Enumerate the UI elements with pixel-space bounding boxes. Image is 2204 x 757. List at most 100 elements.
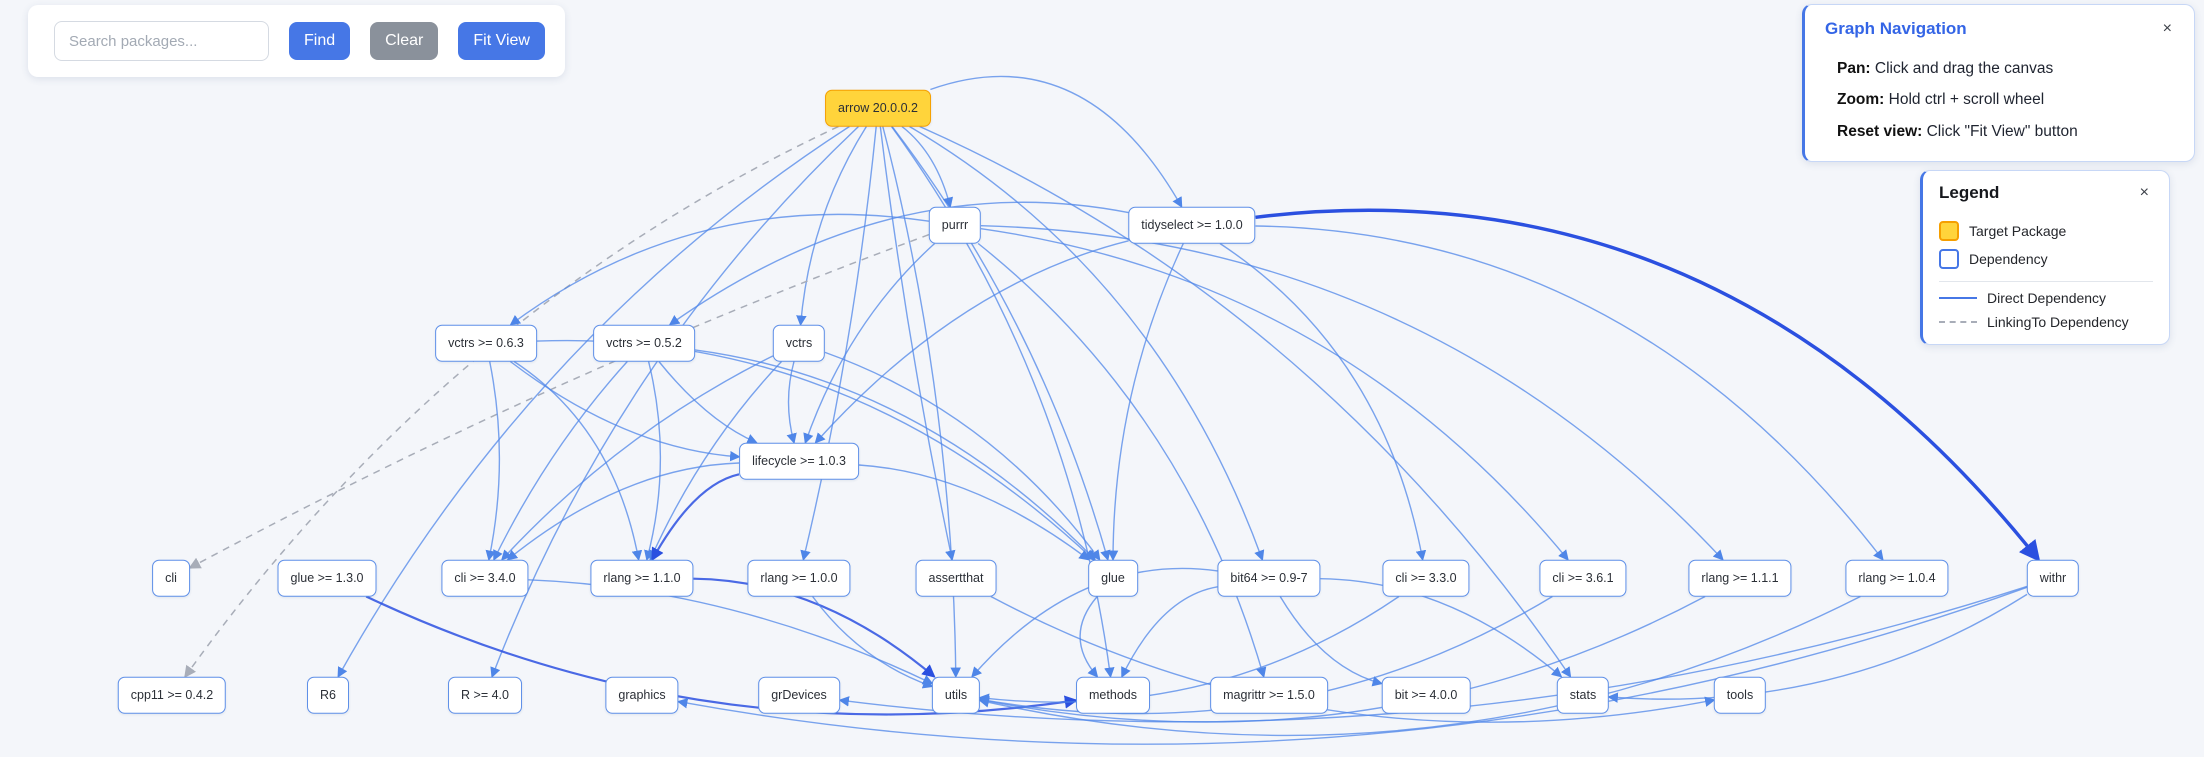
edge-purrr-rlang111 — [980, 225, 1724, 561]
graph-node-utils[interactable]: utils — [931, 676, 981, 714]
close-icon[interactable]: × — [2162, 20, 2172, 37]
legend-label: LinkingTo Dependency — [1987, 314, 2129, 330]
edge-lifecycle-glue — [858, 464, 1090, 561]
edge-purrr-vctrs063 — [509, 213, 930, 326]
graph-node-R40[interactable]: R >= 4.0 — [448, 676, 522, 714]
edge-vctrs063-rlang110 — [513, 360, 643, 562]
edge-lifecycle-cli340 — [506, 462, 740, 561]
graph-navigation-title: Graph Navigation — [1825, 19, 1967, 38]
search-input[interactable] — [54, 21, 269, 61]
graph-node-vctrs052[interactable]: vctrs >= 0.5.2 — [593, 324, 695, 362]
nav-help-zoom-text: Hold ctrl + scroll wheel — [1888, 91, 2045, 109]
edge-tidyselect-glue — [1107, 243, 1184, 562]
graph-node-tools[interactable]: tools — [1713, 676, 1767, 714]
graph-node-cli330[interactable]: cli >= 3.3.0 — [1382, 559, 1470, 597]
linkingto-dependency-line-icon — [1939, 321, 1977, 323]
legend-panel: Legend × Target Package Dependency Direc… — [1920, 170, 2170, 345]
graph-node-assertthat[interactable]: assertthat — [915, 559, 997, 597]
nav-help-reset-text: Click "Fit View" button — [1926, 122, 2078, 140]
dependency-swatch-icon — [1939, 249, 1959, 269]
edge-tidyselect-lifecycle — [814, 240, 1129, 444]
graph-node-glue[interactable]: glue — [1088, 559, 1138, 597]
graph-node-R6[interactable]: R6 — [307, 676, 349, 714]
edge-arrow-assertthat — [879, 126, 956, 562]
graph-node-stats[interactable]: stats — [1556, 676, 1610, 714]
graph-node-arrow[interactable]: arrow 20.0.0.2 — [825, 89, 931, 127]
graph-node-cli340[interactable]: cli >= 3.4.0 — [441, 559, 529, 597]
edge-glue-methods — [1079, 596, 1099, 678]
graph-node-lifecycle[interactable]: lifecycle >= 1.0.3 — [739, 442, 859, 480]
find-button[interactable]: Find — [289, 22, 351, 60]
legend-item-dependency: Dependency — [1939, 249, 2153, 269]
edge-withr-stats — [1607, 593, 2028, 703]
edge-arrow-vctrs — [796, 126, 867, 327]
graph-node-withr[interactable]: withr — [2026, 559, 2080, 597]
graph-node-magrittr[interactable]: magrittr >= 1.5.0 — [1210, 676, 1328, 714]
nav-help-pan: Pan: Click and drag the canvas — [1825, 58, 2176, 80]
edge-lifecycle-rlang110 — [651, 473, 740, 562]
graph-node-grDevices[interactable]: grDevices — [758, 676, 840, 714]
legend-item-linkingto-dependency: LinkingTo Dependency — [1939, 314, 2153, 330]
edge-purrr-cli — [188, 233, 930, 569]
edge-bit64-bit400 — [1279, 596, 1384, 687]
edge-cli330-utils — [978, 595, 1400, 704]
legend-label: Target Package — [1969, 223, 2067, 239]
edge-withr-graphics — [676, 586, 2028, 745]
graph-node-cli[interactable]: cli — [152, 559, 190, 597]
edge-vctrs-lifecycle — [786, 361, 797, 445]
edge-vctrs052-cli340 — [493, 361, 628, 561]
edge-rlang100-utils — [812, 596, 934, 689]
edge-arrow-purrr — [901, 125, 954, 209]
graph-node-vctrs063[interactable]: vctrs >= 0.6.3 — [435, 324, 537, 362]
edge-purrr-magrittr — [977, 242, 1267, 679]
legend-item-target-package: Target Package — [1939, 221, 2153, 241]
search-toolbar: Find Clear Fit View — [28, 5, 565, 77]
edge-arrow-tidyselect — [930, 75, 1183, 208]
edge-arrow-glue — [891, 126, 1111, 562]
edge-tidyselect-rlang104 — [1255, 225, 1884, 561]
nav-help-zoom-label: Zoom: — [1837, 91, 1885, 109]
edge-vctrs063-lifecycle — [509, 360, 741, 462]
legend-label: Dependency — [1969, 251, 2048, 267]
graph-node-rlang111[interactable]: rlang >= 1.1.1 — [1688, 559, 1792, 597]
graph-node-methods[interactable]: methods — [1076, 676, 1150, 714]
graph-node-bit64[interactable]: bit64 >= 0.9-7 — [1217, 559, 1321, 597]
edge-bit64-methods — [1121, 586, 1218, 678]
graph-node-tidyselect[interactable]: tidyselect >= 1.0.0 — [1128, 206, 1256, 244]
graph-node-graphics[interactable]: graphics — [605, 676, 679, 714]
edge-purrr-cli361 — [980, 228, 1569, 561]
edge-vctrs063-cli340 — [485, 361, 501, 562]
nav-help-pan-label: Pan: — [1837, 60, 1871, 77]
edge-cli340-utils — [528, 579, 934, 685]
graph-node-vctrs[interactable]: vctrs — [772, 324, 826, 362]
graph-node-rlang110[interactable]: rlang >= 1.1.0 — [590, 559, 694, 597]
fit-view-button[interactable]: Fit View — [458, 22, 545, 60]
nav-help-zoom: Zoom: Hold ctrl + scroll wheel — [1825, 89, 2176, 111]
edge-vctrs052-lifecycle — [658, 361, 758, 444]
graph-node-rlang100[interactable]: rlang >= 1.0.0 — [747, 559, 851, 597]
edge-tidyselect-cli330 — [1219, 242, 1427, 562]
nav-help-pan-text: Click and drag the canvas — [1874, 60, 2054, 77]
legend-item-direct-dependency: Direct Dependency — [1939, 290, 2153, 306]
edge-rlang104-utils — [978, 595, 1861, 737]
edge-vctrs-cli340 — [501, 355, 774, 561]
close-icon[interactable]: × — [2139, 184, 2149, 201]
graph-node-cli361[interactable]: cli >= 3.6.1 — [1539, 559, 1627, 597]
edge-vctrs052-rlang110 — [644, 361, 662, 562]
graph-navigation-panel: Graph Navigation × Pan: Click and drag t… — [1802, 4, 2195, 163]
clear-button[interactable]: Clear — [370, 22, 439, 60]
edge-arrow-bit64 — [909, 125, 1265, 561]
graph-node-glue130[interactable]: glue >= 1.3.0 — [277, 559, 377, 597]
legend-label: Direct Dependency — [1987, 290, 2107, 306]
edge-vctrs-glue — [824, 351, 1101, 561]
target-package-swatch-icon — [1939, 221, 1959, 241]
graph-node-bit400[interactable]: bit >= 4.0.0 — [1381, 676, 1471, 714]
edge-tidyselect-vctrs052 — [668, 201, 1129, 326]
nav-help-reset-label: Reset view: — [1837, 122, 1923, 140]
graph-node-rlang104[interactable]: rlang >= 1.0.4 — [1845, 559, 1949, 597]
graph-node-cpp11[interactable]: cpp11 >= 0.4.2 — [117, 676, 227, 714]
nav-help-reset: Reset view: Click "Fit View" button — [1825, 121, 2176, 143]
graph-node-purrr[interactable]: purrr — [928, 206, 982, 244]
direct-dependency-line-icon — [1939, 297, 1977, 299]
